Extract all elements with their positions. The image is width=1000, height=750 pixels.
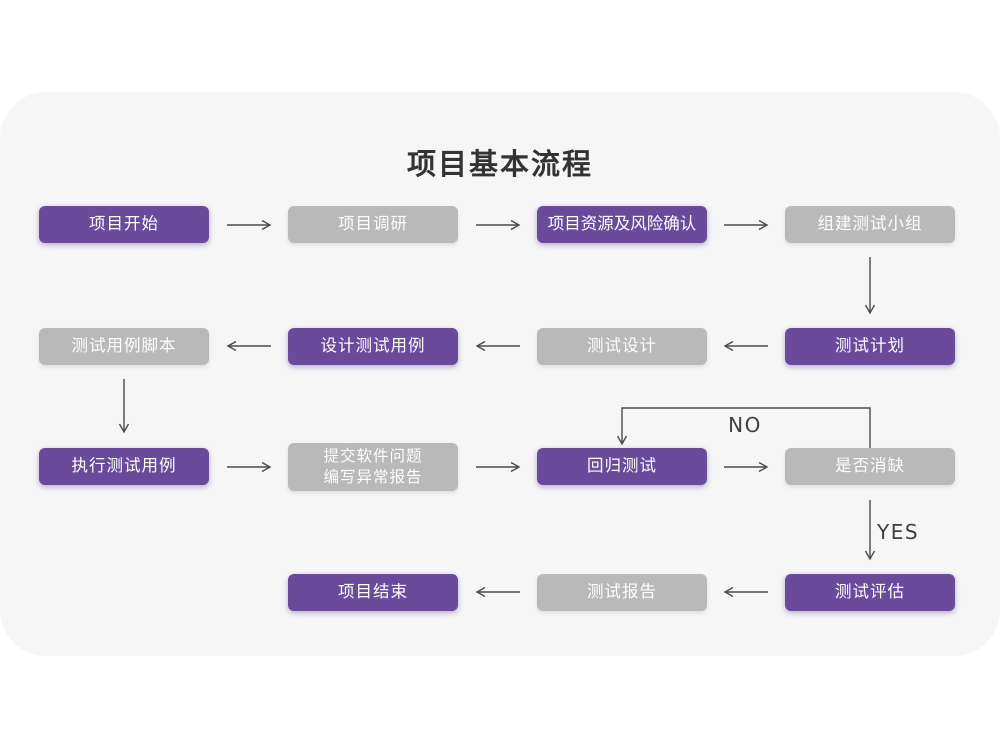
flow-node-regression-test: 回归测试	[537, 448, 707, 485]
flow-node-design-test-case: 设计测试用例	[288, 328, 458, 365]
flow-node-project-resources-risk: 项目资源及风险确认	[537, 206, 707, 243]
flow-node-test-case-script: 测试用例脚本	[39, 328, 209, 365]
flow-node-test-evaluation: 测试评估	[785, 574, 955, 611]
flow-node-defect-cleared: 是否消缺	[785, 448, 955, 485]
flow-node-execute-test-case: 执行测试用例	[39, 448, 209, 485]
flowchart-card	[0, 92, 1000, 656]
edge-label-no: NO	[728, 413, 762, 437]
flow-node-build-test-team: 组建测试小组	[785, 206, 955, 243]
flow-node-submit-issue-report: 提交软件问题 编写异常报告	[288, 443, 458, 491]
flow-node-test-report: 测试报告	[537, 574, 707, 611]
flow-node-test-plan: 测试计划	[785, 328, 955, 365]
flow-node-project-end: 项目结束	[288, 574, 458, 611]
flow-node-project-research: 项目调研	[288, 206, 458, 243]
edge-label-yes: YES	[877, 520, 920, 544]
page-title: 项目基本流程	[406, 147, 593, 181]
flow-node-project-start: 项目开始	[39, 206, 209, 243]
flow-node-test-design: 测试设计	[537, 328, 707, 365]
arrow-no-loop	[622, 407, 871, 448]
